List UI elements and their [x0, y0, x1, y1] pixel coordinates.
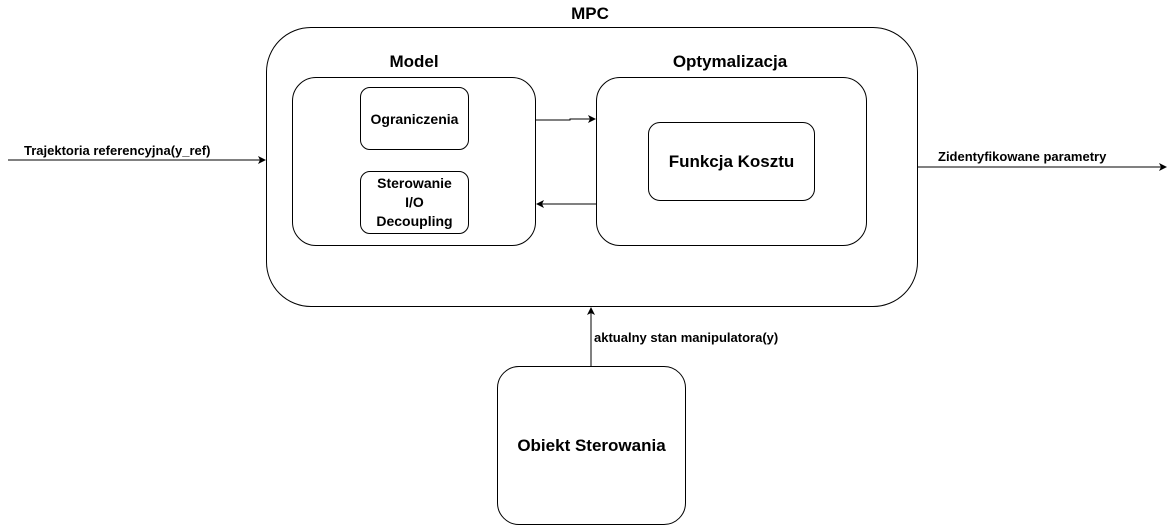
- constraints-block: Ograniczenia: [360, 87, 469, 150]
- io-decoupling-control-block: Sterowanie I/O Decoupling: [360, 171, 469, 234]
- mpc-title: MPC: [571, 4, 609, 23]
- feedback-label: aktualny stan manipulatora(y): [594, 330, 779, 345]
- plant-label: Obiekt Sterowania: [517, 435, 666, 455]
- output-label: Zidentyfikowane parametry: [938, 149, 1107, 164]
- control-label-line1: Sterowanie: [377, 175, 452, 191]
- optimization-title: Optymalizacja: [672, 52, 788, 71]
- reference-input-label: Trajektoria referencyjna(y_ref): [24, 143, 211, 158]
- cost-function-block: Funkcja Kosztu: [648, 122, 815, 201]
- model-title: Model: [389, 52, 439, 71]
- constraints-label: Ograniczenia: [370, 110, 459, 127]
- control-label-line2: I/O: [405, 194, 424, 210]
- model-to-optimization-arrow: [536, 115, 596, 123]
- control-label-line3: Decoupling: [376, 213, 453, 229]
- cost-function-label: Funkcja Kosztu: [668, 151, 795, 171]
- plant-block: Obiekt Sterowania: [497, 366, 686, 525]
